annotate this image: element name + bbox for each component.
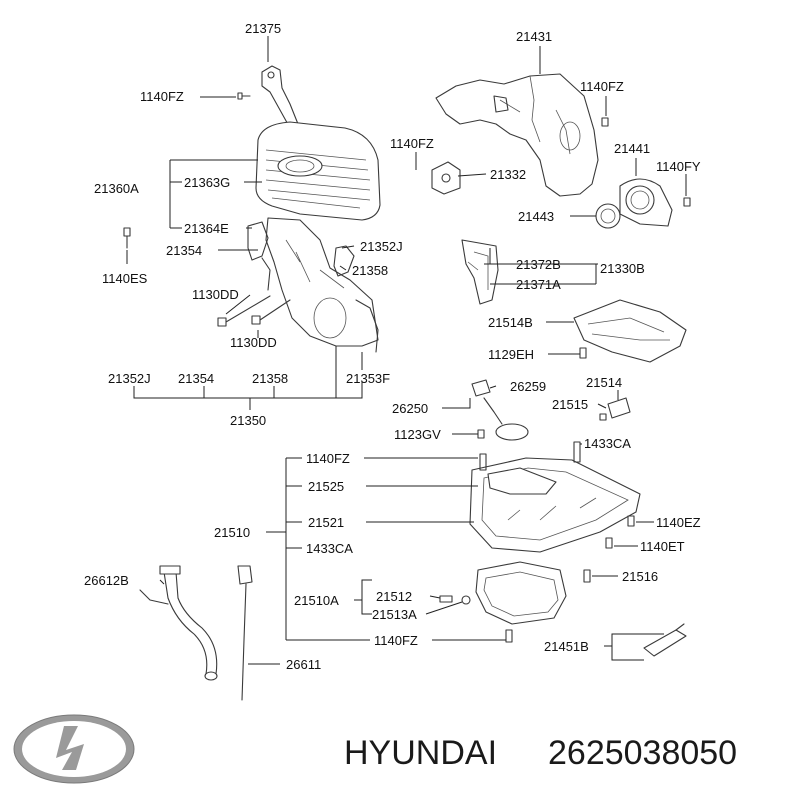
label-21516: 21516 (622, 569, 658, 584)
leader-lines (126, 36, 687, 665)
label-26611: 26611 (286, 657, 321, 672)
label-1140fz: 1140FZ (140, 89, 184, 104)
oil-dipstick (237, 565, 253, 701)
label-1129eh: 1129EH (488, 347, 534, 362)
label-21358: 21358 (352, 263, 388, 278)
part-number-labels: 21375 1140FZ 21431 1140FZ 1140FZ 21332 2… (84, 21, 701, 672)
label-21513a: 21513A (372, 607, 417, 622)
label-21363g: 21363G (184, 175, 230, 190)
label-21512: 21512 (376, 589, 412, 604)
label-21514: 21514 (586, 375, 622, 390)
dipstick-guide-tube (139, 565, 218, 681)
oil-baffle-plate (573, 299, 687, 363)
label-21372b: 21372B (516, 257, 561, 272)
label-1140fz: 1140FZ (390, 136, 434, 151)
label-21364e: 21364E (184, 221, 229, 236)
label-1140fz: 1140FZ (580, 79, 624, 94)
engine-bracket (431, 161, 461, 195)
upper-timing-cover (255, 121, 381, 221)
label-21375: 21375 (245, 21, 281, 36)
label-21510: 21510 (214, 525, 250, 540)
label-21358: 21358 (252, 371, 288, 386)
lower-timing-cover (265, 217, 379, 353)
mounting-brackets (461, 239, 499, 305)
hyundai-logo (13, 714, 135, 784)
cover-bolts (123, 92, 291, 327)
label-21441: 21441 (614, 141, 650, 156)
part-number: 2625038050 (548, 734, 737, 772)
label-21371a: 21371A (516, 277, 561, 292)
timing-cover-bracket (261, 65, 299, 129)
label-21525: 21525 (308, 479, 344, 494)
label-1433ca: 1433CA (306, 541, 353, 556)
label-26250: 26250 (392, 401, 428, 416)
label-21451b: 21451B (544, 639, 589, 654)
label-1140fy: 1140FY (656, 159, 701, 174)
cover-gaskets (247, 221, 355, 291)
label-1123gv: 1123GV (394, 427, 441, 442)
label-1140et: 1140ET (640, 539, 685, 554)
label-21354: 21354 (178, 371, 214, 386)
label-1130dd: 1130DD (192, 287, 239, 302)
label-21352j: 21352J (108, 371, 151, 386)
label-1140ez: 1140EZ (656, 515, 701, 530)
label-21332: 21332 (490, 167, 526, 182)
label-21360a: 21360A (94, 181, 139, 196)
label-21354: 21354 (166, 243, 202, 258)
label-26612b: 26612B (84, 573, 129, 588)
brand-name: HYUNDAI (344, 734, 497, 772)
label-21510a: 21510A (294, 593, 339, 608)
label-1140es: 1140ES (102, 271, 148, 286)
sealant-tube (643, 623, 687, 657)
label-21350: 21350 (230, 413, 266, 428)
label-21443: 21443 (518, 209, 554, 224)
label-26259: 26259 (510, 379, 546, 394)
label-21521: 21521 (308, 515, 344, 530)
label-1433ca: 1433CA (584, 436, 631, 451)
label-1140fz: 1140FZ (306, 451, 350, 466)
label-21515: 21515 (552, 397, 588, 412)
baffle-bracket (599, 397, 631, 421)
label-21514b: 21514B (488, 315, 533, 330)
cylinder-block-outline (435, 73, 599, 197)
oil-pan-lower (439, 561, 591, 643)
rear-oil-seal-case (595, 117, 691, 229)
label-1130dd: 1130DD (230, 335, 277, 350)
label-21330b: 21330B (600, 261, 645, 276)
oil-screen-strainer (471, 379, 529, 441)
label-1140fz: 1140FZ (374, 633, 418, 648)
label-21353f: 21353F (346, 371, 390, 386)
label-21431: 21431 (516, 29, 552, 44)
label-21352j: 21352J (360, 239, 403, 254)
oil-pan-upper (469, 441, 641, 553)
